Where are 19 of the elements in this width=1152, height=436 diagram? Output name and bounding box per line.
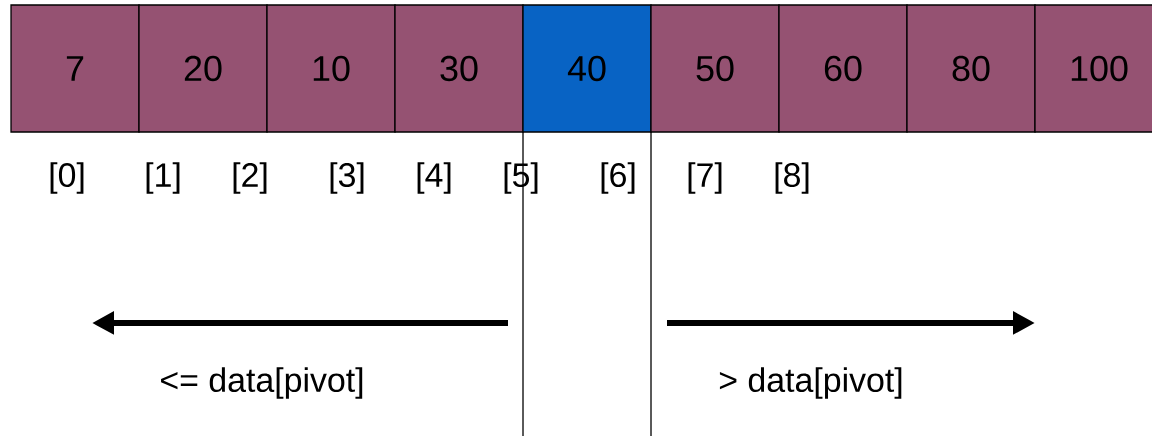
array-cell: 10 (266, 4, 396, 133)
index-label: [4] (417, 162, 451, 194)
range-label: <= data[pivot] (161, 367, 363, 399)
array-cell: 40 (522, 4, 652, 133)
array-cell: 60 (778, 4, 908, 133)
index-label: [2] (233, 162, 267, 194)
array-cell: 30 (394, 4, 524, 133)
array-cell: 7 (10, 4, 140, 133)
index-label: [0] (50, 162, 84, 194)
array-cell: 20 (138, 4, 268, 133)
range-label: > data[pivot] (719, 367, 902, 399)
index-label: [6] (601, 162, 635, 194)
array-cell: 100 (1034, 4, 1152, 133)
array-cell: 80 (906, 4, 1036, 133)
index-label: [8] (775, 162, 809, 194)
index-label: [7] (688, 162, 722, 194)
index-label: [3] (330, 162, 364, 194)
index-label: [1] (146, 162, 180, 194)
array-cell: 50 (650, 4, 780, 133)
